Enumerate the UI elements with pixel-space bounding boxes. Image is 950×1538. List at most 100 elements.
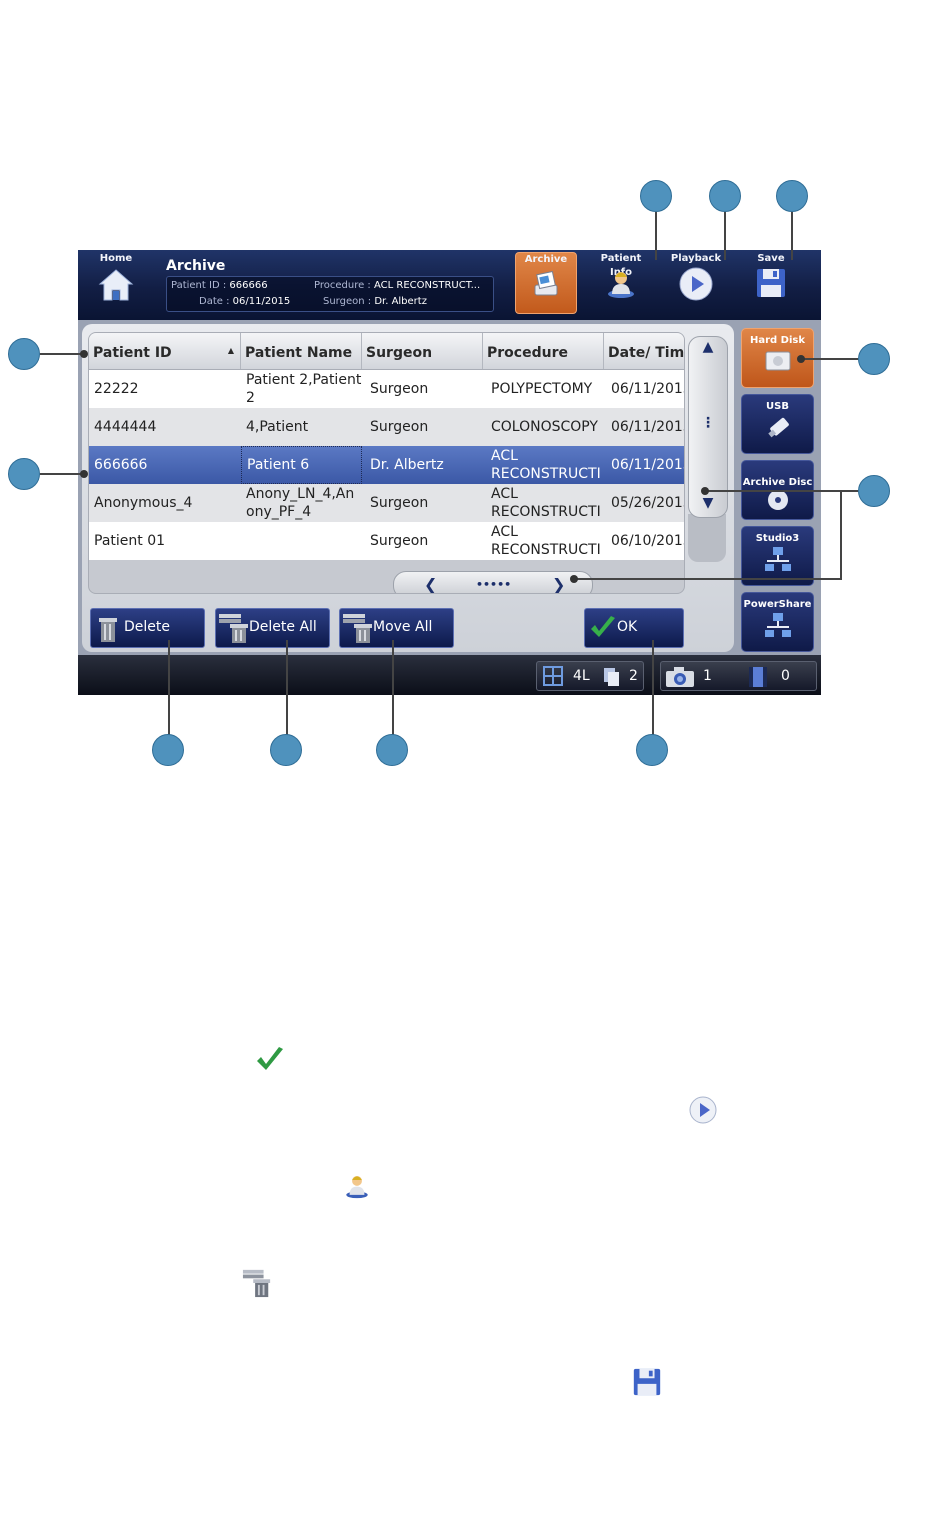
move-all-button[interactable]: Move All [339, 608, 454, 648]
archive-panel: Patient ID ▲ Patient Name Surgeon Proced… [82, 324, 734, 652]
callout-line [392, 640, 394, 736]
callout-marker [858, 343, 890, 375]
playback-label: Playback [670, 253, 722, 264]
pages-icon [604, 668, 619, 686]
callout-marker [376, 734, 408, 766]
callout-marker [8, 338, 40, 370]
floppy-disk-icon [757, 269, 785, 297]
cell-date: 06/10/2015 [611, 533, 685, 549]
vertical-scroll-track [688, 514, 726, 562]
cell-surgeon: Dr. Albertz [370, 457, 444, 473]
cell-date: 06/11/2015 [611, 457, 685, 473]
scroll-up-icon[interactable]: ▲ [702, 339, 714, 355]
cell-procedure: ACL RECONSTRUCTI [491, 524, 601, 558]
callout-dot [570, 575, 578, 583]
callout-dot [80, 350, 88, 358]
table-row[interactable]: Anonymous_4 Anony_LN_4,Anony_PF_4 Surgeo… [89, 484, 684, 522]
callout-marker [152, 734, 184, 766]
hard-disk-label: Hard Disk [749, 335, 806, 346]
scroll-right-icon[interactable]: ❯ [552, 575, 566, 594]
callout-dot [797, 355, 805, 363]
column-header-procedure[interactable]: Procedure [483, 333, 604, 369]
delete-all-label: Delete All [249, 619, 317, 635]
cell-procedure: ACL RECONSTRUCTI [491, 448, 601, 482]
table-row[interactable]: Patient 01 Surgeon ACL RECONSTRUCTI 06/1… [89, 522, 684, 560]
cell-date: 05/26/2015 [611, 495, 685, 511]
sort-ascending-icon: ▲ [227, 346, 234, 355]
archive-disc-label: Archive Disc [742, 477, 813, 488]
callout-line [40, 353, 84, 355]
save-label: Save [757, 253, 785, 264]
playback-button[interactable]: Playback [666, 252, 726, 305]
delete-all-icon [242, 1269, 271, 1298]
patient-id-value: 666666 [229, 280, 268, 291]
scroll-down-icon[interactable]: ▼ [702, 495, 714, 511]
callout-line [655, 212, 657, 260]
date-info: Date : 06/11/2015 [199, 296, 290, 307]
save-button[interactable]: Save [742, 252, 800, 303]
cell-patient-id: 22222 [94, 381, 139, 397]
home-label: Home [99, 253, 133, 264]
delete-button[interactable]: Delete [90, 608, 205, 648]
table-row[interactable]: 4444444 4,Patient Surgeon COLONOSCOPY 06… [89, 408, 684, 446]
callout-marker [709, 180, 741, 212]
cell-procedure: POLYPECTOMY [491, 381, 593, 397]
table-row-selected[interactable]: 666666 Patient 6 Dr. Albertz ACL RECONST… [89, 446, 684, 484]
callout-line [575, 578, 842, 580]
ok-button[interactable]: OK [584, 608, 684, 648]
archive-screen: Home Archive Patient ID : 666666 Procedu… [78, 250, 821, 695]
usb-label: USB [766, 401, 789, 412]
cell-patient-id: Patient 01 [94, 533, 166, 549]
top-bar: Home Archive Patient ID : 666666 Procedu… [78, 250, 821, 320]
home-button[interactable]: Home [86, 252, 146, 307]
patient-icon [608, 272, 634, 298]
cell-patient-id: 4444444 [94, 419, 157, 435]
callout-line [706, 490, 858, 492]
patient-id-key: Patient ID : [171, 280, 227, 291]
status-bar: 4L 2 1 0 [78, 655, 821, 695]
callout-marker [636, 734, 668, 766]
column-header-patient-id[interactable]: Patient ID ▲ [89, 333, 241, 369]
procedure-info: Procedure : ACL RECONSTRUCT... [314, 280, 480, 291]
cell-surgeon: Surgeon [370, 495, 429, 511]
move-all-label: Move All [373, 619, 433, 635]
callout-marker [858, 475, 890, 507]
ok-label: OK [617, 619, 638, 635]
pages-value: 2 [629, 668, 638, 684]
archive-tab[interactable]: Archive [515, 252, 577, 314]
table-row[interactable]: 22222 Patient 2,Patient 2 Surgeon POLYPE… [89, 370, 684, 408]
cell-patient-id: Anonymous_4 [94, 495, 193, 511]
hard-disk-icon [765, 351, 790, 371]
video-count: 0 [781, 668, 790, 684]
scroll-dots: ••••• [476, 578, 512, 591]
patient-id-info: Patient ID : 666666 [171, 280, 268, 291]
main-area: Patient ID ▲ Patient Name Surgeon Proced… [78, 320, 821, 655]
film-icon [749, 667, 767, 687]
play-icon [679, 267, 713, 301]
cell-patient-name: 4,Patient [246, 419, 309, 435]
patient-table: Patient ID ▲ Patient Name Surgeon Proced… [88, 332, 685, 594]
patient-info-button[interactable]: Patient Info [590, 252, 652, 303]
cell-patient-name: Anony_LN_4,Anony_PF_4 [246, 486, 355, 520]
usb-button[interactable]: USB [741, 394, 814, 454]
patient-summary: Patient ID : 666666 Procedure : ACL RECO… [166, 276, 494, 312]
cell-surgeon: Surgeon [370, 381, 429, 397]
title-block: Archive Patient ID : 666666 Procedure : … [166, 258, 494, 312]
callout-marker [270, 734, 302, 766]
scroll-left-icon[interactable]: ❮ [424, 575, 438, 594]
date-key: Date : [199, 296, 230, 307]
scroll-handle-icon[interactable]: ⋮ [701, 415, 715, 431]
studio3-button[interactable]: Studio3 [741, 526, 814, 586]
column-header-date-time[interactable]: Date/ Time [604, 333, 684, 369]
network-icon [764, 547, 791, 571]
delete-all-button[interactable]: Delete All [215, 608, 330, 648]
powershare-button[interactable]: PowerShare [741, 592, 814, 652]
callout-marker [8, 458, 40, 490]
column-header-patient-name[interactable]: Patient Name [241, 333, 362, 369]
column-header-surgeon[interactable]: Surgeon [362, 333, 483, 369]
horizontal-scrollbar[interactable]: ❮ ••••• ❯ [393, 571, 593, 594]
callout-marker [640, 180, 672, 212]
disc-icon [767, 490, 788, 510]
play-icon [689, 1096, 717, 1124]
archive-label: Archive [524, 254, 568, 265]
